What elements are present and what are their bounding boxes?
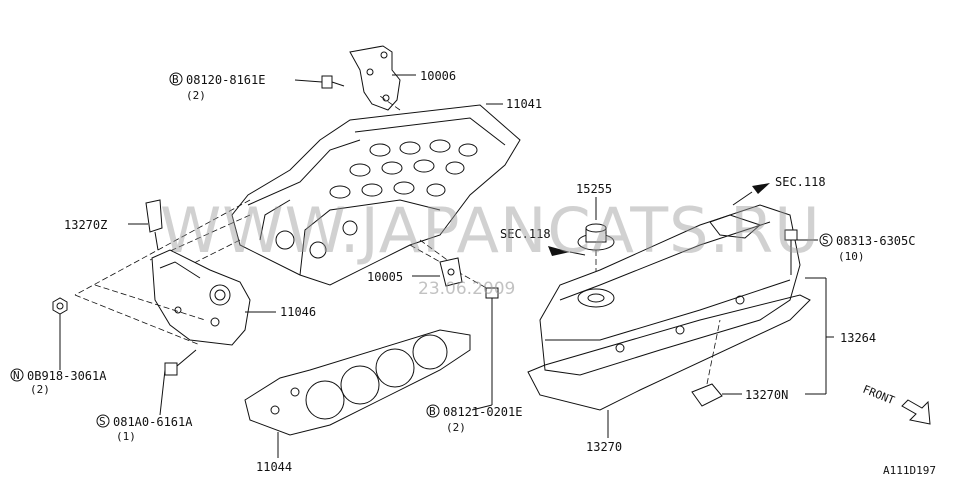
code-s1: 081A0-6161A (113, 415, 193, 429)
qty-b2: (2) (446, 421, 466, 434)
bracket-10006 (349, 45, 416, 111)
code-b2: 08121-0201E (443, 405, 522, 419)
label-11041: 11041 (506, 97, 542, 111)
cover-gasket-13270 (527, 294, 811, 438)
head-gasket-11044 (244, 329, 471, 458)
callout-13264-lines (805, 278, 834, 395)
bolt-08313 (784, 229, 818, 275)
label-11044: 11044 (256, 460, 292, 474)
cylinder-head-11041 (231, 103, 521, 286)
front-arrow-icon (901, 399, 931, 425)
head-ports (275, 139, 478, 259)
label-13264: 13264 (840, 331, 876, 345)
qty-b1: (2) (186, 89, 206, 102)
bracket-10005 (412, 257, 463, 287)
code-n1: 0B918-3061A (27, 369, 107, 383)
watermark-date: 23.06.2009 (418, 279, 515, 299)
bolt-081a0 (159, 349, 197, 416)
sec-arrow-right (732, 183, 770, 206)
label-sec-118-left: SEC.118 (500, 227, 551, 241)
callout-n-0b918: N 0B918-3061A (2) (10, 368, 107, 396)
prefix-n1: N (13, 369, 20, 382)
drawing-id: A111D197 (883, 464, 936, 477)
grommet-13270n (691, 319, 742, 407)
housing-11046 (74, 249, 276, 346)
label-13270: 13270 (586, 440, 622, 454)
oil-cap-15255 (577, 197, 615, 290)
label-sec-118-right: SEC.118 (775, 175, 826, 189)
label-10006: 10006 (420, 69, 456, 83)
qty-n1: (2) (30, 383, 50, 396)
label-15255: 15255 (576, 182, 612, 196)
sec-arrow-left (548, 246, 586, 256)
qty-s2: (10) (838, 250, 865, 263)
bolt-08120 (294, 75, 345, 89)
prefix-b1: B (172, 73, 179, 86)
rocker-cover-13264 (539, 204, 826, 376)
qty-s1: (1) (116, 430, 136, 443)
prefix-s2: S (822, 234, 829, 247)
prefix-b2: B (429, 405, 436, 418)
label-front: FRONT (861, 383, 897, 408)
callout-b-08120: B 08120-8161E (2) (169, 72, 265, 102)
watermark-text: WWW.JAPANCATS.RU (160, 194, 821, 267)
label-11046: 11046 (280, 305, 316, 319)
callout-s-081a0: S 081A0-6161A (1) (96, 414, 193, 443)
nut-0b918 (52, 297, 68, 370)
bolt-08121 (471, 287, 499, 411)
label-13270z: 13270Z (64, 218, 107, 232)
code-s2: 08313-6305C (836, 234, 915, 248)
label-13270n: 13270N (745, 388, 788, 402)
prefix-s1: S (99, 415, 106, 428)
callout-b-08121: B 08121-0201E (2) (426, 404, 522, 434)
label-10005: 10005 (367, 270, 403, 284)
tube-13270z (128, 199, 163, 251)
code-b1: 08120-8161E (186, 73, 265, 87)
callout-s-08313: S 08313-6305C (10) (819, 233, 915, 263)
